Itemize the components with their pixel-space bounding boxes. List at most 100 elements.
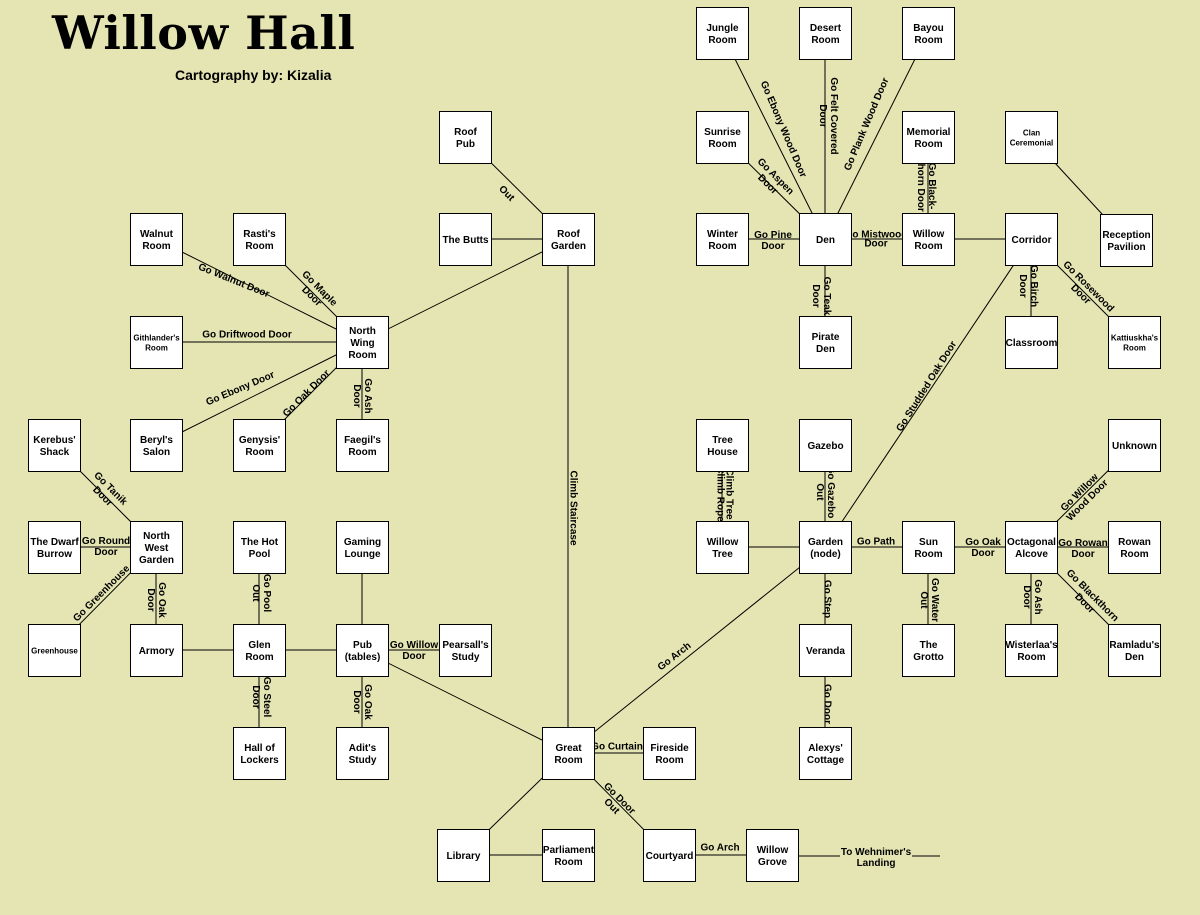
room-box xyxy=(336,727,389,780)
room-label: Greenhouse xyxy=(31,646,78,655)
room-label: Pub(tables) xyxy=(345,640,381,663)
room-label: The Butts xyxy=(442,235,489,246)
exit-label: Go WaterOut xyxy=(918,578,940,622)
room-greenhouse: Greenhouse xyxy=(28,624,81,677)
room-box xyxy=(542,727,595,780)
room-label: Den xyxy=(816,235,835,246)
exit-label: Go Curtain xyxy=(591,742,643,753)
room-box xyxy=(696,7,749,60)
exit-label: Go Step xyxy=(822,580,833,618)
room-box xyxy=(130,419,183,472)
connection-line xyxy=(155,238,363,343)
exit-label: Go Arch xyxy=(700,843,739,854)
room-box xyxy=(696,213,749,266)
room-box xyxy=(1108,419,1161,472)
room-box xyxy=(902,7,955,60)
room-label: Unknown xyxy=(1112,441,1157,452)
room-box xyxy=(439,111,492,164)
exit-label: Go Black-thorn Door xyxy=(915,160,937,212)
room-box xyxy=(28,624,81,677)
room-garden: Garden(node) xyxy=(799,521,852,574)
room-box xyxy=(28,521,81,574)
room-box xyxy=(696,111,749,164)
room-box xyxy=(1005,213,1058,266)
exit-label: Go Plank Wood Door xyxy=(842,76,891,172)
room-box xyxy=(542,829,595,882)
room-box xyxy=(542,213,595,266)
room-box xyxy=(799,316,852,369)
map-title: Willow Hall xyxy=(52,6,356,60)
exit-label: Go BirchDoor xyxy=(1017,265,1039,307)
exit-label: Out xyxy=(496,184,516,204)
room-box xyxy=(336,521,389,574)
room-label: Library xyxy=(447,851,481,862)
connection-line xyxy=(567,546,826,754)
connection-line xyxy=(361,238,569,343)
room-box xyxy=(1005,624,1058,677)
room-label: Kerebus'Shack xyxy=(33,435,75,458)
room-label: Corridor xyxy=(1012,235,1052,246)
room-label: Courtyard xyxy=(646,851,694,862)
room-kerebus: Kerebus'Shack xyxy=(28,419,81,472)
exit-label: Climb Staircase xyxy=(568,470,579,545)
connection-line xyxy=(824,32,929,240)
room-box xyxy=(130,624,183,677)
room-box xyxy=(643,829,696,882)
room-box xyxy=(233,213,286,266)
room-box xyxy=(130,521,183,574)
room-box xyxy=(130,213,183,266)
room-box xyxy=(902,521,955,574)
room-box xyxy=(130,316,183,369)
room-box xyxy=(1100,214,1153,267)
room-box xyxy=(799,521,852,574)
room-classroom: Classroom xyxy=(1005,316,1058,369)
room-box xyxy=(1108,316,1161,369)
room-box xyxy=(643,727,696,780)
exit-label: Climb TreeClimb Rope xyxy=(715,466,735,522)
room-label: Armory xyxy=(139,646,175,657)
exit-label: Go Studded Oak Door xyxy=(895,339,960,433)
room-library: Library xyxy=(437,829,490,882)
exit-label: Go AspenDoor xyxy=(747,156,796,205)
room-box xyxy=(799,213,852,266)
room-courtyard: Courtyard xyxy=(643,829,696,882)
room-label: Classroom xyxy=(1006,338,1058,349)
